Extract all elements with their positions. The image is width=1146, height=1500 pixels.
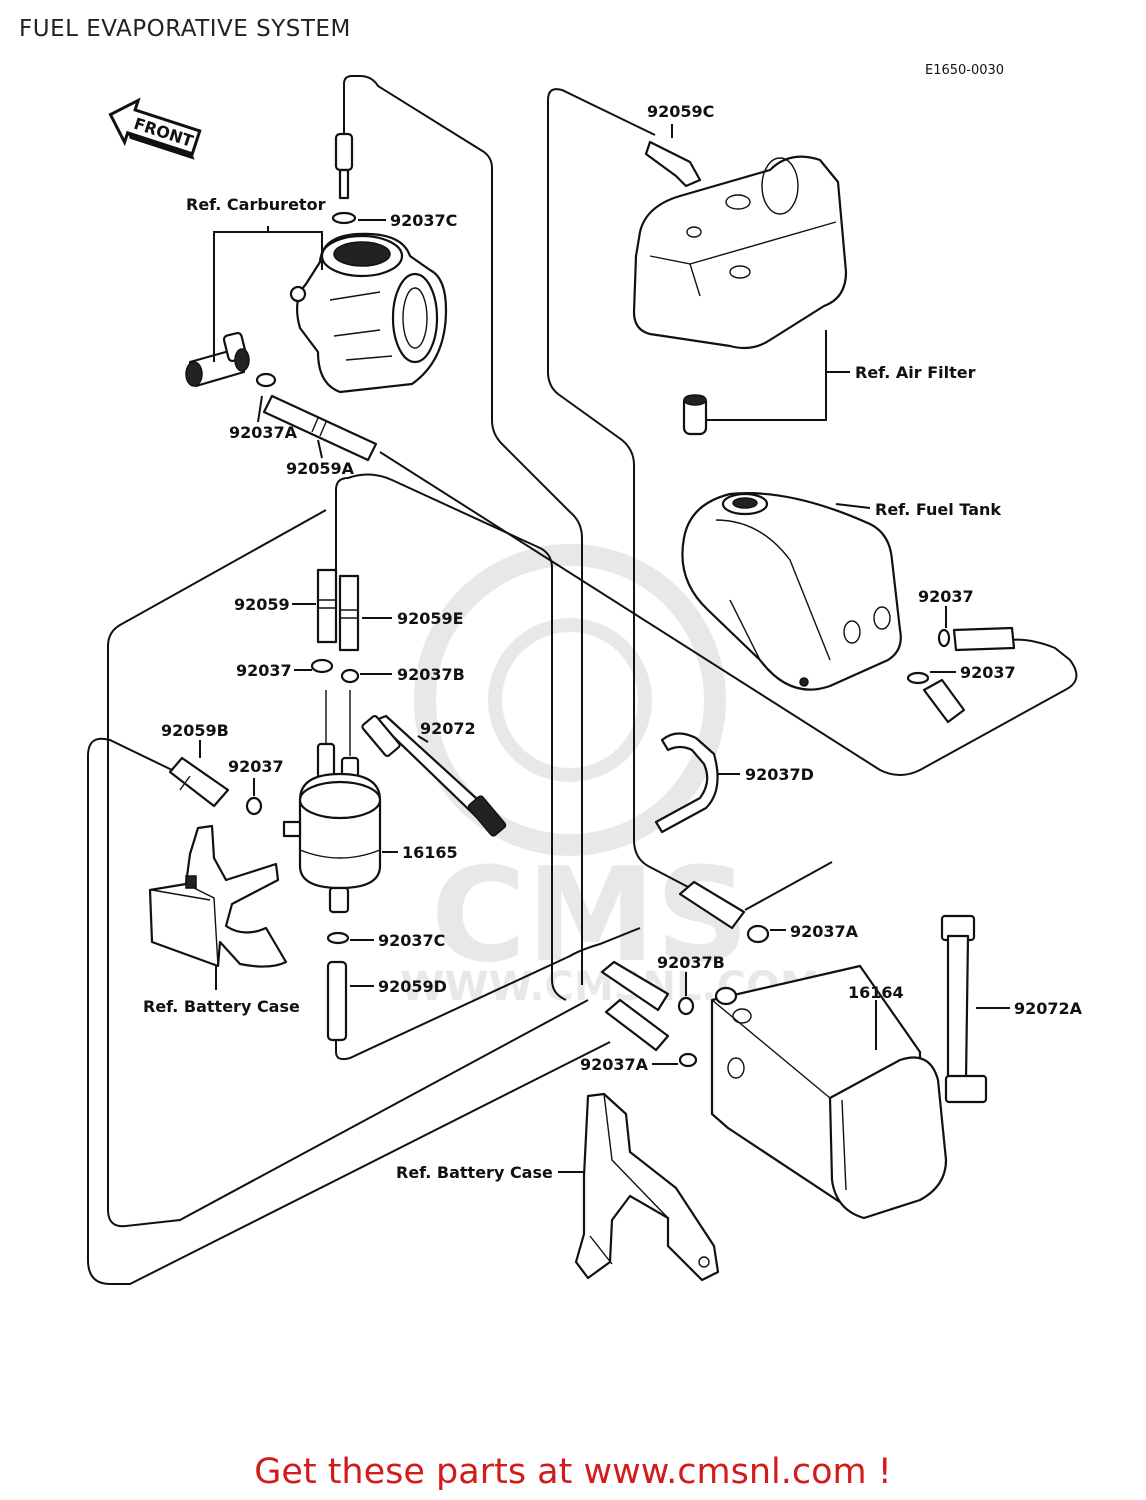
label-92037-clamp: 92037 [228, 757, 284, 776]
footer-link[interactable]: Get these parts at www.cmsnl.com ! [254, 1452, 892, 1492]
hose-tank-vent [952, 626, 1016, 652]
label-ref-fuel-tank: Ref. Fuel Tank [875, 500, 1001, 519]
clamp-92037-tank1 [937, 628, 951, 648]
battery-case-bracket-left: Ref. Battery Case [143, 824, 300, 1016]
hose-92059 [316, 568, 338, 644]
clamp-92037-left [310, 658, 334, 674]
clamp-92037 [245, 796, 263, 816]
label-92037-tank1: 92037 [918, 587, 974, 606]
strap-92072: 92072 [361, 714, 507, 837]
label-92037A-right: 92037A [790, 922, 859, 941]
air-filter-housing: 92059C Ref. Air Filter [632, 102, 976, 436]
carburetor [289, 132, 448, 394]
clamp-92037-tank2 [906, 671, 930, 685]
hose-92059D [326, 960, 348, 1042]
label-ref-air-filter: Ref. Air Filter [855, 363, 976, 382]
front-arrow-icon: FRONT [108, 97, 202, 160]
hose-routing [87, 75, 1078, 1285]
clamp-92037A-right [746, 924, 770, 944]
clamp-92037C-low [326, 931, 350, 945]
label-92037B-low: 92037B [657, 953, 725, 972]
battery-case-bracket-bottom: Ref. Battery Case [396, 1092, 720, 1282]
t-fitting [185, 331, 250, 388]
label-ref-battery-case-left: Ref. Battery Case [143, 997, 300, 1016]
hose-lower-2 [604, 998, 670, 1052]
label-92059B: 92059B [161, 721, 229, 740]
label-92037B-mid: 92037B [397, 665, 465, 684]
label-ref-battery-case-bottom: Ref. Battery Case [396, 1163, 553, 1182]
label-92037A-low: 92037A [580, 1055, 649, 1074]
label-92037C-top: 92037C [390, 211, 457, 230]
hose-tank-drain [922, 678, 966, 724]
page-title: FUEL EVAPORATIVE SYSTEM [19, 16, 351, 42]
fuel-filter-16165: 16165 [282, 742, 458, 914]
label-92059A: 92059A [286, 459, 355, 478]
hose-lower-1 [600, 960, 670, 1012]
label-92059E: 92059E [397, 609, 464, 628]
label-ref-carburetor: Ref. Carburetor [186, 195, 326, 214]
clamp-92037A-low [678, 1052, 698, 1068]
hose-92059A [262, 394, 378, 462]
hose-canister-inlet [678, 880, 746, 930]
label-92037D: 92037D [745, 765, 814, 784]
label-92072: 92072 [420, 719, 476, 738]
hose-92059E [338, 574, 360, 652]
label-92037C-low: 92037C [378, 931, 445, 950]
strap-92072A: 92072A [940, 914, 1083, 1104]
label-92059C: 92059C [647, 102, 714, 121]
hose-92059B [168, 756, 230, 808]
clamp-92037D: 92037D [654, 732, 814, 834]
clamp-92037B-mid [340, 668, 360, 684]
fuel-tank: Ref. Fuel Tank [681, 492, 1001, 691]
clamp-92037A-top [255, 372, 277, 388]
canister-16164: 16164 [710, 964, 948, 1220]
label-92037A-top: 92037A [229, 423, 298, 442]
label-92059: 92059 [234, 595, 290, 614]
svg-text:CMS: CMS [431, 839, 749, 991]
label-92059D: 92059D [378, 977, 447, 996]
label-16164: 16164 [848, 983, 904, 1002]
diagram-code: E1650-0030 [925, 63, 1004, 78]
label-92037-tank2: 92037 [960, 663, 1016, 682]
label-16165: 16165 [402, 843, 458, 862]
clamp-92037B-low [677, 996, 695, 1016]
label-92037-left: 92037 [236, 661, 292, 680]
label-92072A: 92072A [1014, 999, 1083, 1018]
